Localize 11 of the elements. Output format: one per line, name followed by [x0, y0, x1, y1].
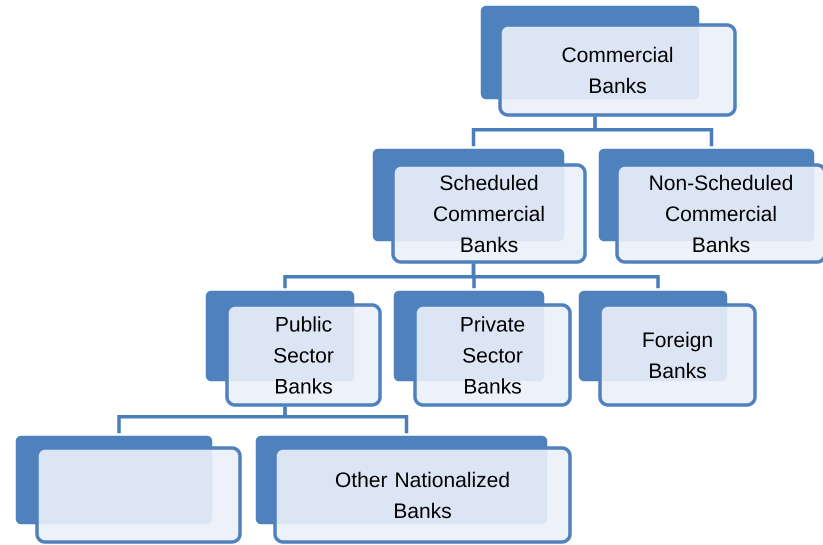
org-box: Non-Scheduled Commercial Banks: [597, 147, 823, 264]
org-box: Foreign Banks: [577, 289, 757, 407]
connector-line: [472, 264, 660, 288]
connector-line: [593, 116, 714, 146]
org-box: Commercial Banks: [479, 4, 737, 117]
org-box: Other Nationalized Banks: [254, 434, 572, 544]
connector-line: [283, 406, 408, 434]
org-box: [14, 434, 242, 544]
org-box: Scheduled Commercial Banks: [371, 147, 587, 264]
org-box: Private Sector Banks: [392, 289, 572, 407]
org-box: Public Sector Banks: [204, 289, 382, 407]
